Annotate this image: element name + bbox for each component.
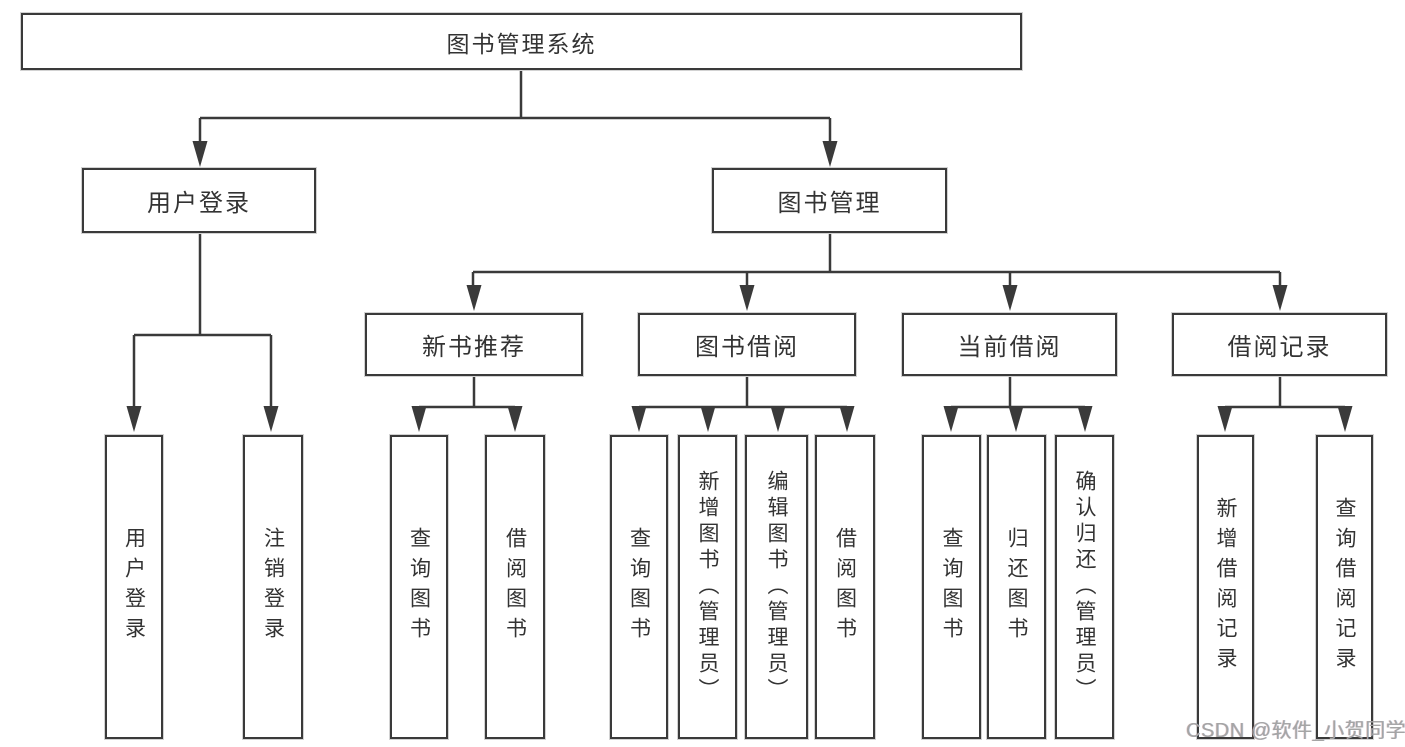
node-book-borrowing: 图书借阅 xyxy=(638,313,856,376)
arrow-down-icon xyxy=(1337,406,1353,432)
arrow-down-icon xyxy=(822,141,838,167)
node-label: 新增图书（管理员） xyxy=(696,470,719,704)
leaf-current-confirm-return-admin: 确认归还（管理员） xyxy=(1055,435,1114,739)
arrow-down-icon xyxy=(192,141,208,167)
csdn-watermark: CSDN @软件_小贺同学 xyxy=(1186,720,1405,742)
node-label: 确认归还（管理员） xyxy=(1073,470,1096,704)
leaf-current-return-books: 归还图书 xyxy=(987,435,1046,739)
arrow-down-icon xyxy=(126,406,142,432)
arrow-down-icon xyxy=(839,406,855,432)
node-new-book-recommend: 新书推荐 xyxy=(365,313,583,376)
node-label: 用户登录 xyxy=(122,527,146,647)
node-label: 新增借阅记录 xyxy=(1214,497,1237,677)
arrow-down-icon xyxy=(1272,285,1288,311)
leaf-borrow-lend-books: 借阅图书 xyxy=(815,435,875,739)
node-current-borrowing: 当前借阅 xyxy=(902,313,1117,376)
leaf-history-query-record: 查询借阅记录 xyxy=(1316,435,1373,739)
arrow-down-icon xyxy=(631,406,647,432)
node-label: 查询图书 xyxy=(407,527,431,647)
node-label: 借阅图书 xyxy=(833,527,857,647)
leaf-borrow-query-books: 查询图书 xyxy=(610,435,668,739)
leaf-borrow-edit-books-admin: 编辑图书（管理员） xyxy=(745,435,808,739)
arrow-down-icon xyxy=(411,406,427,432)
node-root-system: 图书管理系统 xyxy=(21,13,1022,70)
arrow-down-icon xyxy=(1008,406,1024,432)
arrow-down-icon xyxy=(507,406,523,432)
leaf-borrow-add-books-admin: 新增图书（管理员） xyxy=(678,435,737,739)
leaf-history-add-record: 新增借阅记录 xyxy=(1197,435,1254,739)
leaf-user-logout: 注销登录 xyxy=(243,435,303,739)
arrow-down-icon xyxy=(1002,285,1018,311)
node-label: 图书借阅 xyxy=(695,334,799,361)
node-book-management-branch: 图书管理 xyxy=(712,168,947,233)
node-label: 借阅记录 xyxy=(1227,334,1332,361)
node-label: 借阅图书 xyxy=(503,527,527,647)
node-label: 新书推荐 xyxy=(422,334,526,361)
leaf-new-borrow-books: 借阅图书 xyxy=(485,435,545,739)
node-label: 查询借阅记录 xyxy=(1333,497,1356,677)
node-user-login-branch: 用户登录 xyxy=(82,168,316,233)
leaf-user-login: 用户登录 xyxy=(105,435,163,739)
node-label: 注销登录 xyxy=(261,527,285,647)
arrow-down-icon xyxy=(466,285,482,311)
node-label: 查询图书 xyxy=(627,527,651,647)
arrow-down-icon xyxy=(1217,406,1233,432)
arrow-down-icon xyxy=(1077,406,1093,432)
arrow-down-icon xyxy=(700,406,716,432)
arrow-down-icon xyxy=(263,406,279,432)
node-label: 图书管理 xyxy=(777,190,882,217)
leaf-current-query-books: 查询图书 xyxy=(922,435,981,739)
node-label: 编辑图书（管理员） xyxy=(765,470,788,704)
node-label: 当前借阅 xyxy=(957,334,1062,361)
node-label: 归还图书 xyxy=(1005,527,1028,647)
arrow-down-icon xyxy=(770,406,786,432)
node-label: 图书管理系统 xyxy=(446,30,597,57)
arrow-down-icon xyxy=(943,406,959,432)
arrow-down-icon xyxy=(739,285,755,311)
node-label: 查询图书 xyxy=(940,527,963,647)
node-borrow-records: 借阅记录 xyxy=(1172,313,1387,376)
node-label: 用户登录 xyxy=(147,190,251,217)
leaf-new-query-books: 查询图书 xyxy=(390,435,448,739)
